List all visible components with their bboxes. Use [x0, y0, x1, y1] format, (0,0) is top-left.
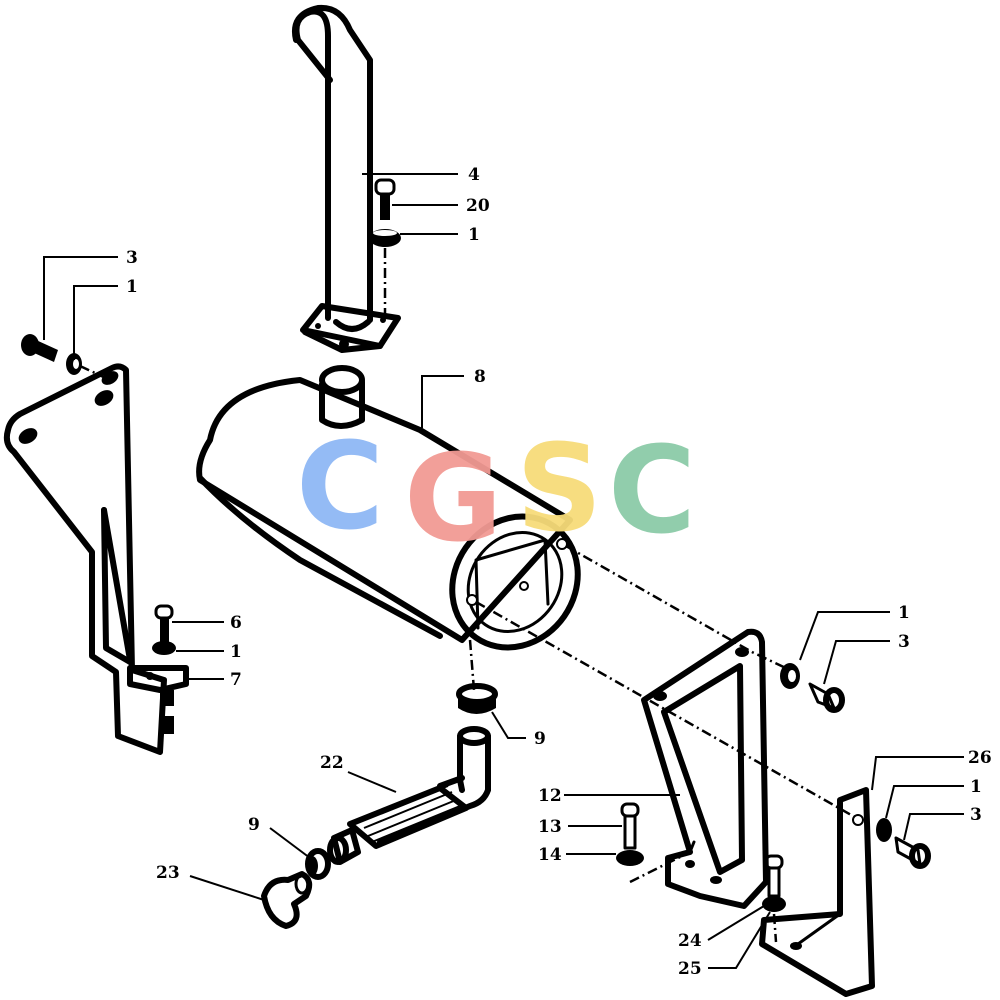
elbow-23: [261, 871, 313, 929]
watermark-letter-1: C: [296, 418, 384, 557]
label-right-bolt-lower: 3: [970, 805, 982, 825]
label-bolt-13: 13: [538, 817, 562, 837]
bracket-26: [759, 787, 875, 997]
bolt-24-centerline: [772, 913, 778, 943]
tailpipe-washer: [369, 229, 401, 247]
tailpipe: [292, 4, 401, 353]
left-upper-centerline: [79, 364, 111, 382]
label-bolt-24: 24: [678, 931, 702, 951]
label-left-lower-bolt: 6: [230, 613, 242, 633]
label-left-washer: 1: [126, 277, 138, 297]
label-flex-hose: 22: [320, 753, 344, 773]
upper-clamp: [456, 683, 498, 714]
left-upper-bolt: [21, 334, 58, 362]
label-elbow: 23: [156, 863, 180, 883]
right-lower-washer: [876, 818, 892, 842]
right-support: [641, 628, 769, 909]
watermark-letter-2: G: [404, 430, 503, 569]
label-tailpipe-washer: 1: [468, 225, 480, 245]
leader-lines: [43, 173, 964, 969]
watermark: C G S C: [296, 418, 696, 569]
label-left-clamp: 7: [230, 670, 242, 690]
tailpipe-bolt: [374, 178, 396, 220]
left-lower-washer: [152, 641, 176, 655]
muffler-upper-centerline: [565, 544, 791, 672]
right-lower-bolt: [894, 836, 931, 869]
label-tailpipe: 4: [468, 165, 480, 185]
label-clamp-lower: 9: [248, 815, 260, 835]
washer-14: [616, 850, 644, 866]
label-washer-14: 14: [538, 845, 562, 865]
watermark-letter-4: C: [608, 422, 696, 561]
muffler-lower-centerline: [468, 639, 476, 691]
bolt-13: [620, 802, 640, 850]
label-left-bolt: 3: [126, 248, 138, 268]
support-lower-centerline: [629, 850, 691, 884]
label-clamp-upper: 9: [534, 729, 546, 749]
label-right-bolt-upper: 3: [898, 632, 910, 652]
lower-clamp: [305, 848, 331, 880]
label-bracket-26: 26: [968, 748, 992, 768]
right-upper-bolt: [808, 682, 845, 713]
label-right-washer-lower: 1: [970, 777, 982, 797]
left-upper-washer: [66, 353, 82, 375]
watermark-letter-3: S: [516, 420, 602, 559]
label-right-washer-upper: 1: [898, 603, 910, 623]
left-bracket: [3, 363, 189, 755]
label-tailpipe-bolt: 20: [466, 196, 490, 216]
right-upper-washer: [780, 663, 800, 689]
label-washer-25: 25: [678, 959, 702, 979]
washer-25: [762, 896, 786, 912]
flex-hose: [327, 726, 491, 865]
label-right-support: 12: [538, 786, 562, 806]
label-muffler: 8: [474, 367, 486, 387]
muffler: [196, 365, 581, 651]
left-lower-bolt: [154, 604, 174, 642]
label-left-lower-washer: 1: [230, 642, 242, 662]
